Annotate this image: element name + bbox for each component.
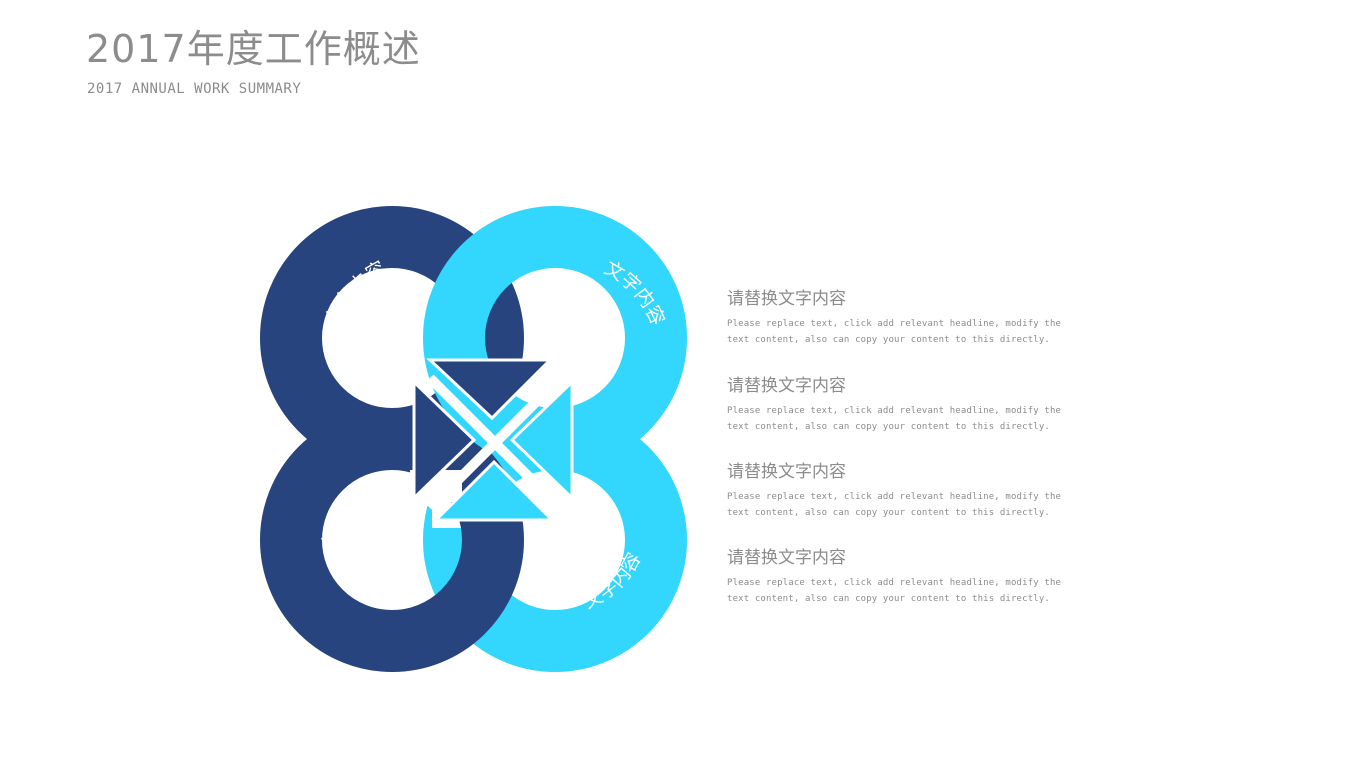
item-heading: 请替换文字内容: [727, 289, 846, 309]
text-item: 请替换文字内容 Please replace text, click add r…: [727, 547, 1087, 607]
text-item: 请替换文字内容 Please replace text, click add r…: [727, 288, 1087, 348]
item-body: Please replace text, click add relevant …: [727, 492, 1062, 518]
arrowhead-top-left: [426, 358, 554, 421]
item-body: Please replace text, click add relevant …: [727, 406, 1062, 432]
page-title: 2017年度工作概述: [86, 27, 421, 71]
ring-bottom-left: [260, 408, 524, 672]
text-item: 请替换文字内容 Please replace text, click add r…: [727, 461, 1087, 521]
text-item: 请替换文字内容 Please replace text, click add r…: [727, 375, 1087, 435]
item-heading: 请替换文字内容: [727, 462, 846, 482]
item-heading: 请替换文字内容: [727, 548, 846, 568]
arrowhead-bottom: [432, 459, 556, 522]
arrowhead-left: [412, 378, 477, 502]
page-subtitle: 2017 ANNUAL WORK SUMMARY: [87, 81, 302, 97]
item-body: Please replace text, click add relevant …: [727, 578, 1062, 604]
arrowhead-right: [509, 378, 574, 502]
item-heading: 请替换文字内容: [727, 376, 846, 396]
item-body: Please replace text, click add relevant …: [727, 319, 1062, 345]
